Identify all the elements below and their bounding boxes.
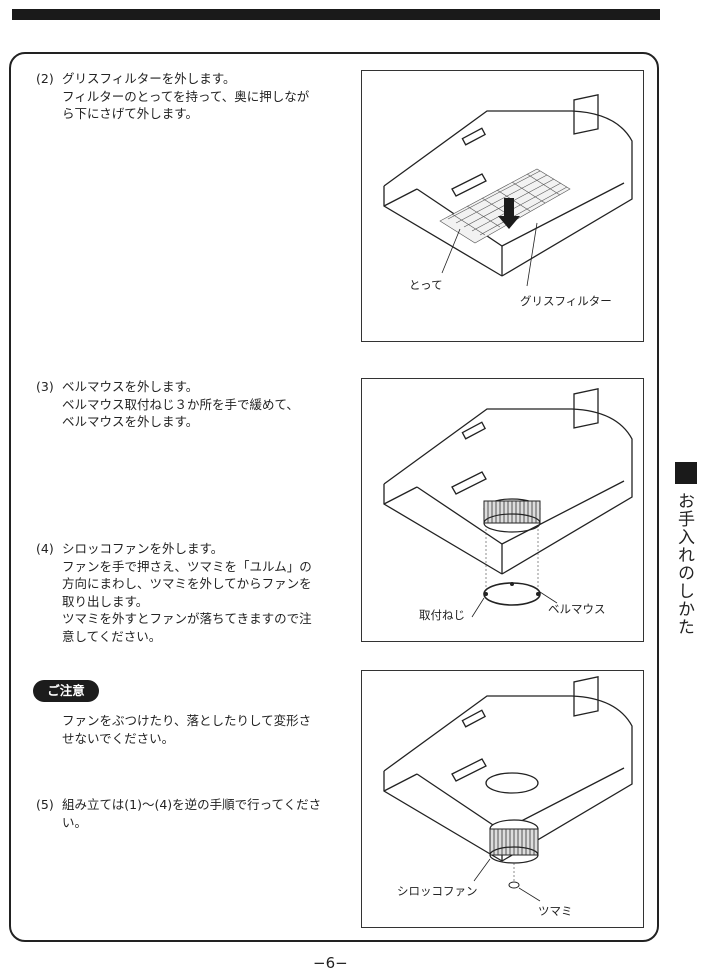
- label-knob: ツマミ: [538, 904, 573, 918]
- caution-text: ファンをぶつけたり、落としたりして変形さ せないでください。: [62, 712, 311, 747]
- page-number: −6−: [313, 954, 348, 972]
- step-number: (4): [36, 541, 54, 556]
- range-hood-illustration: [383, 94, 633, 287]
- label-mounting-screw: 取付ねじ: [419, 608, 465, 622]
- header-bar: [12, 9, 660, 20]
- step-heading: シロッコファンを外します。: [62, 541, 224, 556]
- caution-line: ファンをぶつけたり、落としたりして変形さ: [62, 713, 312, 728]
- figure-grease-filter: とって グリスフィルター: [361, 70, 644, 342]
- section-tab-marker: [675, 462, 697, 484]
- label-grease-filter: グリスフィルター: [520, 294, 612, 308]
- step-number: (3): [36, 379, 54, 394]
- content-frame: [9, 52, 659, 942]
- step-number: (5): [36, 797, 54, 812]
- step-number: (2): [36, 71, 54, 86]
- step-text: ベルマウス取付ねじ３か所を手で緩めて、: [62, 396, 299, 412]
- step-text: ベルマウスを外します。: [62, 414, 199, 429]
- sirocco-fan-icon: [483, 498, 541, 533]
- bellmouth-ring-icon: [483, 582, 541, 606]
- caution-badge: ご注意: [33, 680, 99, 702]
- step-5: (5) 組み立ては(1)〜(4)を逆の手順で行ってくださ い。: [36, 796, 321, 831]
- figure-sirocco-fan: シロッコファン ツマミ: [361, 670, 644, 928]
- step-text: 取り出します。: [62, 593, 149, 609]
- section-title: お手入れのしかた: [674, 492, 694, 636]
- range-hood-illustration: [383, 676, 633, 902]
- step-heading: グリスフィルターを外します。: [62, 71, 236, 86]
- step-text: ら下にさげて外します。: [62, 106, 199, 121]
- push-arrow-icon: [498, 198, 520, 229]
- step-4: (4) シロッコファンを外します。 ファンを手で押さえ、ツマミを「ユルム」の 方…: [36, 540, 312, 645]
- step-text: 組み立ては(1)〜(4)を逆の手順で行ってくださ: [62, 797, 322, 812]
- step-text: 方向にまわし、ツマミを外してからファンを: [62, 576, 312, 591]
- step-text: い。: [62, 814, 88, 830]
- knob-icon: [508, 881, 520, 889]
- step-text: フィルターのとってを持って、奥に押しなが: [62, 88, 310, 104]
- step-text: ツマミを外すとファンが落ちてきますので注: [62, 611, 312, 626]
- label-bellmouth: ベルマウス: [548, 602, 606, 616]
- sirocco-fan-icon: [489, 819, 539, 864]
- step-text: ファンを手で押さえ、ツマミを「ユルム」の: [62, 558, 312, 574]
- caution-line: せないでください。: [62, 730, 175, 746]
- step-text: 意してください。: [62, 628, 162, 644]
- figure-bellmouth: 取付ねじ ベルマウス: [361, 378, 644, 642]
- step-heading: ベルマウスを外します。: [62, 379, 199, 394]
- label-handle: とって: [409, 278, 443, 292]
- range-hood-illustration: [383, 388, 633, 618]
- step-3: (3) ベルマウスを外します。 ベルマウス取付ねじ３か所を手で緩めて、 ベルマウ…: [36, 378, 299, 431]
- label-sirocco-fan: シロッコファン: [397, 884, 478, 898]
- step-2: (2) グリスフィルターを外します。 フィルターのとってを持って、奥に押しなが …: [36, 70, 309, 123]
